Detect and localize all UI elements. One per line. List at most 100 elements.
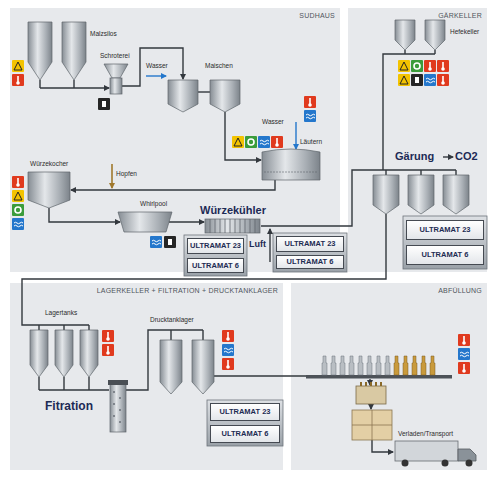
filled-bottles [394, 356, 435, 375]
warning-symbol [400, 62, 408, 70]
thermometer-symbol [227, 332, 229, 338]
thermometer-symbol [107, 332, 109, 338]
lauter-tun [262, 149, 320, 180]
weight-symbol [415, 77, 419, 83]
icon-tile [458, 334, 470, 346]
process-icon [424, 74, 436, 86]
empty-bottles [322, 356, 390, 375]
thermometer-bulb [308, 103, 312, 107]
flow-line [49, 208, 120, 222]
icon-tile [304, 96, 316, 108]
icon-tile [222, 344, 234, 356]
wave-symbol [460, 352, 469, 357]
icon-tile [12, 60, 24, 72]
flow-line [370, 404, 371, 409]
mash-tun [210, 80, 240, 112]
icon-tile [12, 218, 24, 230]
process-icon [245, 136, 257, 148]
icon-tile [398, 74, 410, 86]
process-icon [12, 176, 24, 188]
thermometer-symbol [463, 364, 465, 370]
icon-tile [12, 190, 24, 202]
truck-trailer [395, 441, 458, 461]
equipment-label: Wasser [146, 62, 168, 69]
carton-lines [352, 410, 392, 440]
equipment-label: Hopfen [116, 170, 137, 177]
analyzer-box: ULTRAMAT 6 [210, 425, 280, 443]
process-icon [304, 96, 316, 108]
equipment-label: Whirlpool [140, 200, 167, 207]
label-slot: Gärung [395, 150, 434, 162]
process-icon [398, 60, 410, 72]
icon-tile [304, 110, 316, 122]
thermometer-symbol [429, 62, 431, 68]
stage-label: Luft [249, 240, 266, 250]
pressure-tank [160, 340, 182, 394]
stage-label: Gärung [395, 150, 434, 162]
pressure-tank [192, 340, 214, 394]
flow-line [39, 377, 109, 390]
label-slot: Fitration [45, 400, 93, 413]
analyzer-name: ULTRAMAT 23 [190, 242, 241, 250]
thermometer-symbol [227, 360, 229, 366]
water-arrow [295, 122, 296, 149]
label-slot: Wasser [146, 62, 168, 69]
wave-symbol [306, 114, 315, 119]
thermometer-symbol [442, 76, 444, 82]
process-icon [98, 98, 110, 110]
malt-silo [62, 22, 86, 80]
equipment-label: Läutern [300, 138, 322, 145]
process-icon [222, 330, 234, 342]
equipment-label: Wasser [262, 118, 284, 125]
thermometer-bulb [462, 369, 466, 373]
vessels [28, 20, 469, 432]
process-icon [12, 60, 24, 72]
analyzer-box: ULTRAMAT 6 [276, 255, 344, 269]
area-heading: ABFÜLLUNG [438, 287, 482, 294]
icon-tile [398, 60, 410, 72]
label-slot: Wasser [262, 118, 284, 125]
icon-tile [437, 74, 449, 86]
mill-body [110, 78, 122, 94]
lauter-false-bottom [264, 172, 318, 173]
stage-label: CO2 [455, 150, 478, 162]
filter-cap [108, 380, 128, 385]
flow-line [169, 221, 204, 222]
equipment-label: Verladen/Transport [398, 430, 453, 437]
flow-line [71, 180, 275, 190]
analyzer-box: ULTRAMAT 6 [187, 258, 244, 273]
label-slot: Hefekeller [450, 28, 479, 35]
icon-tile [164, 236, 176, 248]
wort-cooler [205, 219, 260, 233]
analyzer-name: ULTRAMAT 23 [285, 240, 336, 248]
equipment-label: Drucktanklager [150, 316, 194, 323]
process-icon [102, 344, 114, 356]
icon-group [12, 60, 470, 374]
thermometer-bulb [106, 337, 110, 341]
label-slot: Hopfen [116, 170, 137, 177]
malt-silo [28, 22, 52, 80]
flow-line [372, 440, 393, 452]
label-slot: Schroterei [100, 52, 130, 59]
wave-symbol [260, 140, 269, 145]
icon-tile [98, 98, 110, 110]
analyzer-frame [207, 400, 283, 446]
process-icon [12, 190, 24, 202]
storage-tank [55, 330, 73, 377]
area-heading: GÄRKELLER [438, 12, 482, 19]
icon-tile [411, 74, 423, 86]
icon-tile [245, 136, 257, 148]
equipment-label: Malzsilos [90, 30, 117, 37]
icon-tile [258, 136, 270, 148]
icon-tile [271, 136, 283, 148]
weight-symbol [168, 239, 172, 245]
analyzer-frame [184, 235, 247, 276]
truck-wheels [402, 460, 473, 467]
process-icon [458, 348, 470, 360]
wave-symbol [152, 240, 161, 245]
wave-symbol [224, 348, 233, 353]
label-slot: CO2 [455, 150, 478, 162]
label-slot: Lagertanks [45, 309, 77, 316]
flow-lines [22, 48, 456, 452]
crate [356, 386, 386, 404]
